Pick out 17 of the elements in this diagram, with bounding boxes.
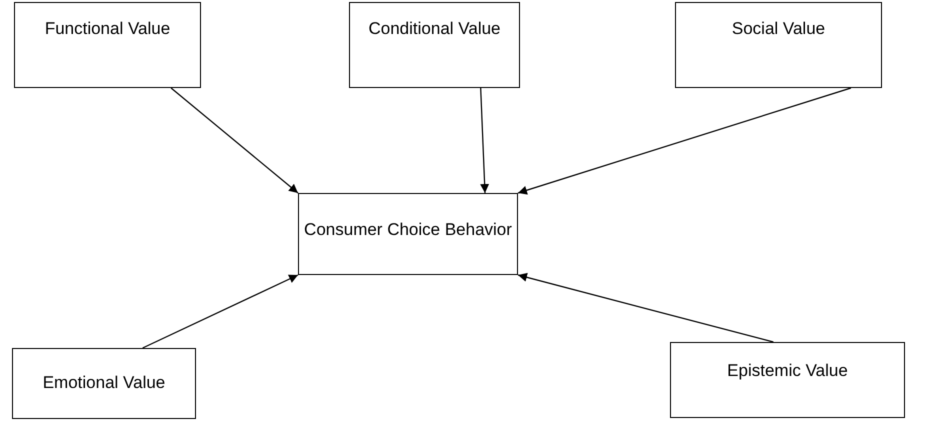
- value-box: [670, 342, 905, 418]
- box-label: Functional Value: [44, 19, 170, 40]
- value-box: [12, 348, 196, 419]
- value-box: [14, 2, 201, 88]
- box-label: Consumer Choice Behavior: [304, 220, 512, 241]
- arrow: [142, 274, 298, 349]
- arrow: [480, 88, 490, 194]
- value-box: [298, 193, 518, 275]
- arrow: [518, 87, 852, 195]
- box-label: Conditional Value: [368, 19, 500, 40]
- box-label: Social Value: [732, 19, 826, 40]
- box-label: Emotional Value: [42, 373, 166, 394]
- box-label: Epistemic Value: [727, 361, 848, 382]
- arrow: [170, 88, 298, 194]
- value-box: [675, 2, 882, 88]
- value-box: [349, 2, 520, 88]
- arrow: [518, 272, 774, 343]
